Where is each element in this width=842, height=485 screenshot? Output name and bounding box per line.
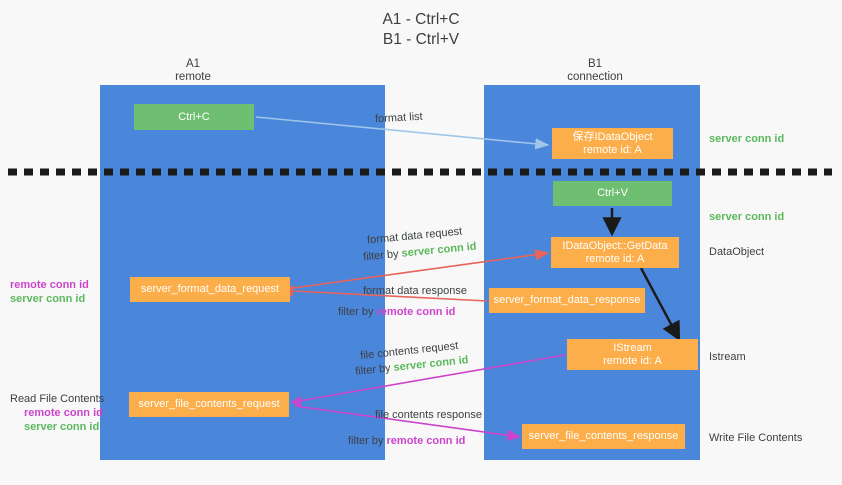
box-object-data-line1: 保存IDataObject xyxy=(572,130,653,143)
box-file-contents-response-label: server_file_contents_response xyxy=(528,430,679,442)
column-header-a1: A1 remote xyxy=(143,58,243,84)
label-format-data-response: format data response xyxy=(363,285,467,297)
box-file-contents-request[interactable]: server_file_contents_request xyxy=(129,392,289,417)
box-get-data-line1: IDataObject::GetData xyxy=(562,239,668,252)
box-format-data-response-label: server_format_data_response xyxy=(493,294,641,306)
right-label-write-file-contents: Write File Contents xyxy=(709,432,803,444)
box-file-contents-request-label: server_file_contents_request xyxy=(138,398,280,410)
title-line-2: B1 - Ctrl+V xyxy=(382,31,460,48)
box-format-data-request[interactable]: server_format_data_request xyxy=(130,277,290,302)
filter-value-remote-conn-id: remote conn id xyxy=(376,306,456,318)
column-b1-role: connection xyxy=(567,71,623,83)
left-label-remote-conn-id-1: remote conn id xyxy=(10,279,89,291)
box-ctrl-c[interactable]: Ctrl+C xyxy=(134,104,254,130)
box-istream-line1: IStream xyxy=(613,341,652,354)
box-format-data-response[interactable]: server_format_data_response xyxy=(489,288,645,313)
label-file-contents-response-filter: filter by remote conn id xyxy=(348,434,465,448)
left-label-read-file-contents: Read File Contents xyxy=(10,393,105,405)
left-label-server-conn-id-2: server conn id xyxy=(24,421,100,433)
box-file-contents-response[interactable]: server_file_contents_response xyxy=(522,424,685,449)
column-header-b1: B1 connection xyxy=(545,58,645,84)
box-ctrl-v-label: Ctrl+V xyxy=(597,187,628,199)
box-ctrl-v[interactable]: Ctrl+V xyxy=(553,181,672,206)
box-object-data[interactable]: 保存IDataObject remote id: A xyxy=(552,128,673,159)
column-a1-name: A1 xyxy=(185,58,201,70)
right-label-data-object: DataObject xyxy=(709,246,765,258)
box-istream[interactable]: IStream remote id: A xyxy=(567,339,698,370)
label-format-data-response-filter: filter by remote conn id xyxy=(338,305,455,319)
filter-prefix: filter by xyxy=(354,361,395,378)
filter-prefix: filter by xyxy=(338,306,377,318)
box-format-data-request-label: server_format_data_request xyxy=(140,283,280,295)
right-label-server-conn-id-top: server conn id xyxy=(709,133,785,145)
title-line-1: A1 - Ctrl+C xyxy=(382,11,460,28)
box-get-data-line2: remote id: A xyxy=(585,252,645,265)
box-get-data[interactable]: IDataObject::GetData remote id: A xyxy=(551,237,679,268)
left-label-server-conn-id-1: server conn id xyxy=(10,293,86,305)
right-label-istream: Istream xyxy=(709,351,746,363)
filter-prefix: filter by xyxy=(348,435,387,447)
left-label-group-format: remote conn id server conn id xyxy=(10,278,89,306)
box-ctrl-c-label: Ctrl+C xyxy=(178,110,210,123)
label-format-list: format list xyxy=(374,110,423,126)
box-object-data-line2: remote id: A xyxy=(583,143,642,156)
column-a1-role: remote xyxy=(175,71,211,83)
filter-prefix: filter by xyxy=(362,247,403,264)
left-label-group-file: Read File Contents remote conn id server… xyxy=(10,392,104,434)
label-file-contents-response: file contents response xyxy=(375,409,483,421)
diagram-title: A1 - Ctrl+C B1 - Ctrl+V xyxy=(0,10,842,50)
box-istream-line2: remote id: A xyxy=(603,354,662,367)
right-label-server-conn-id-mid: server conn id xyxy=(709,211,785,223)
left-label-remote-conn-id-2: remote conn id xyxy=(24,407,103,419)
filter-value-remote-conn-id: remote conn id xyxy=(386,435,466,447)
column-b1-name: B1 xyxy=(587,58,603,70)
filter-value-server-conn-id: server conn id xyxy=(401,240,478,260)
